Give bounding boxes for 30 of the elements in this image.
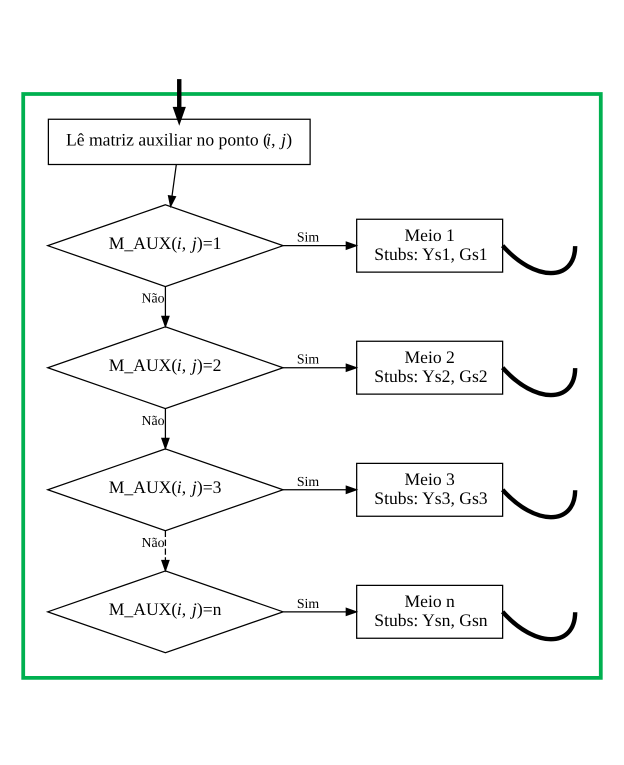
node-diamond: M_AUX(i, j)=3 [46,448,285,531]
node-box: Meio 3 Stubs: Ys3, Gs3 [356,462,504,516]
arrow [168,164,177,208]
edge-label: Sim [296,351,320,366]
edge-label: Sim [296,229,320,244]
arrow [161,286,170,328]
node-diamond: M_AUX(i, j)=n [46,570,285,653]
node-diamond: M_AUX(i, j)=2 [46,326,285,409]
edge-label: Sim [296,473,320,488]
node-box: Meio n Stubs: Ysn, Gsn [356,584,504,638]
cluster [21,92,603,680]
connector [501,610,578,641]
arrow [161,530,170,572]
connector [501,488,578,519]
connector [501,366,578,397]
node-diamond: M_AUX(i, j)=1 [46,204,285,287]
connector [501,244,578,275]
arrow [283,362,358,372]
node-box: Meio 2 Stubs: Ys2, Gs2 [356,340,504,394]
arrow [161,408,170,450]
edge-label: Não [141,290,165,306]
node-box: Meio 1 Stubs: Ys1, Gs1 [356,218,504,272]
edge-label: Não [141,534,165,550]
arrow [283,240,358,250]
arrow [283,484,358,494]
edge-label: Sim [296,595,320,610]
edge-label: Não [141,412,165,428]
arrow [172,78,186,126]
node-box: Lê matriz auxiliar no ponto (i, j) [48,118,311,165]
arrow [283,606,358,616]
